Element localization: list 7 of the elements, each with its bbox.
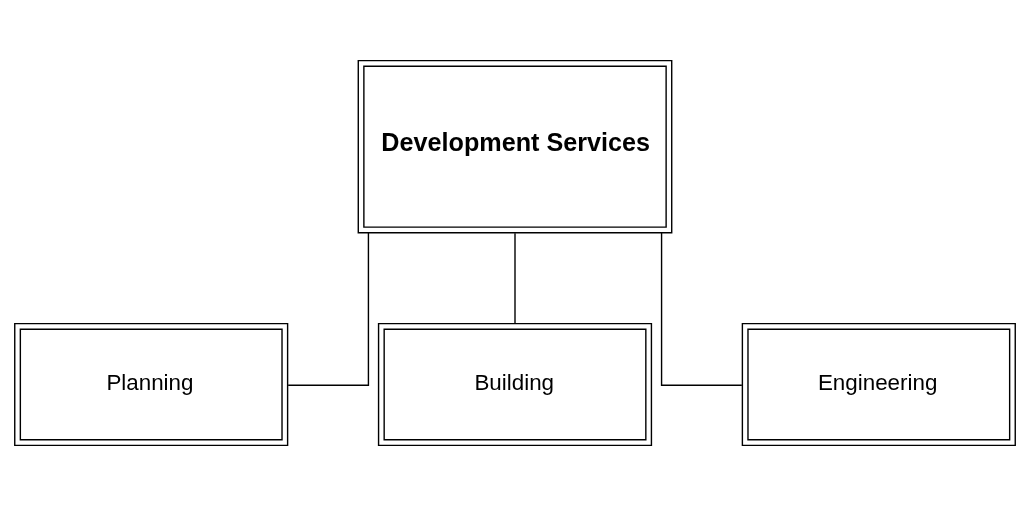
connector	[513, 232, 516, 324]
node-box: Engineering	[741, 322, 1016, 446]
node-box: Building	[377, 322, 652, 446]
connector	[660, 231, 743, 386]
node-box: Development Services	[357, 59, 672, 233]
connector	[286, 231, 369, 386]
node-box: Planning	[13, 322, 288, 446]
